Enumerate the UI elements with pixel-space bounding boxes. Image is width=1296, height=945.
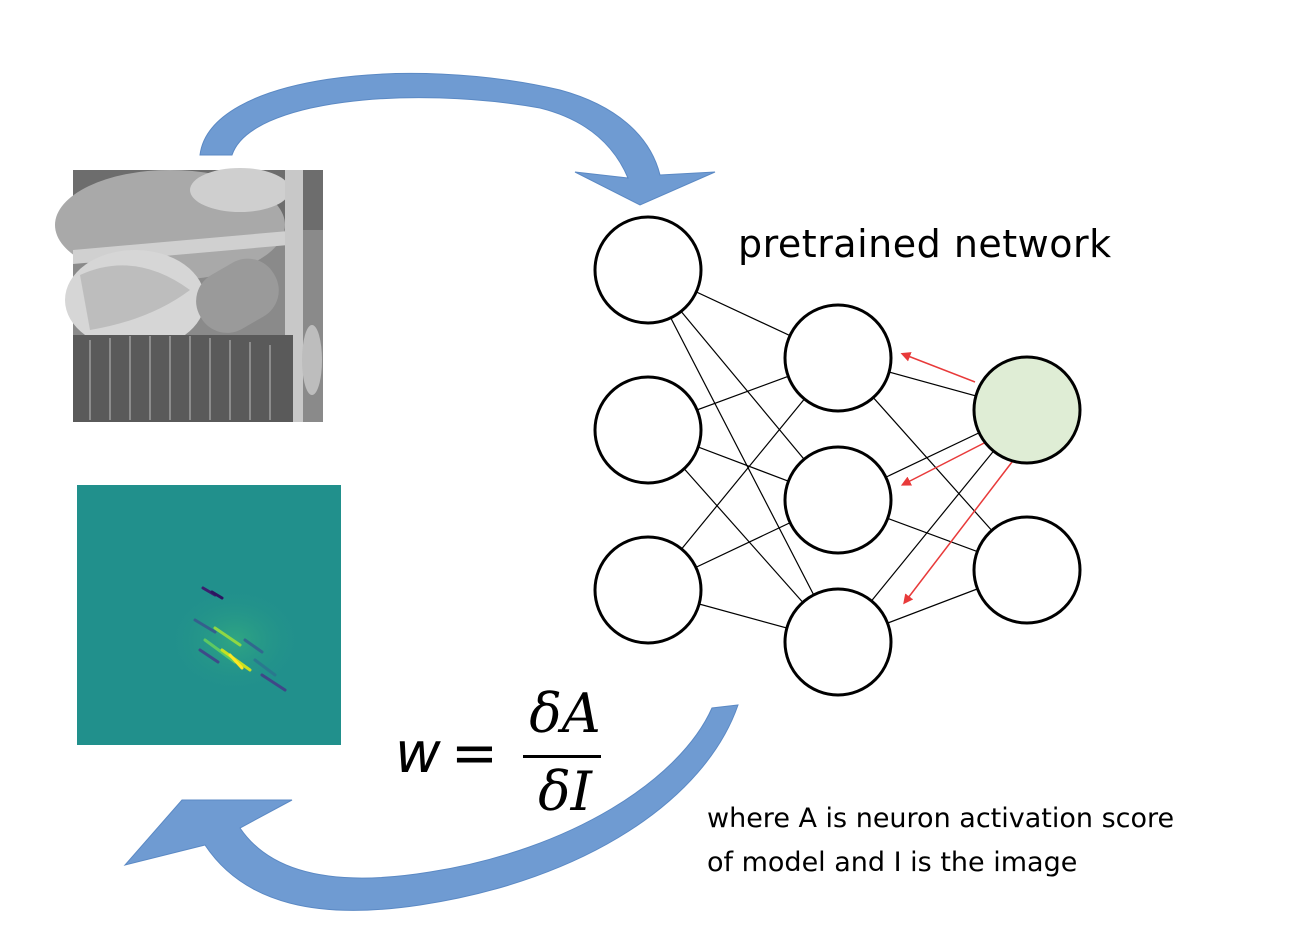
bottom-curved-arrow bbox=[123, 704, 739, 911]
gradient-formula: w = δA δI bbox=[395, 682, 610, 828]
network-neurons bbox=[593, 215, 1082, 697]
formula-numerator: δA bbox=[529, 682, 601, 745]
formula-equals: = bbox=[451, 721, 498, 786]
formula-fraction-bar bbox=[523, 755, 601, 758]
formula-lhs: w bbox=[395, 721, 441, 786]
gradient-arrows bbox=[900, 352, 1013, 605]
hidden-neuron-3 bbox=[783, 587, 893, 697]
gradient-heatmap bbox=[77, 485, 341, 745]
input-neuron-1 bbox=[593, 215, 703, 325]
formula-caption: where A is neuron activation score of mo… bbox=[707, 797, 1174, 885]
caption-line-2: of model and I is the image bbox=[707, 847, 1078, 878]
input-image bbox=[55, 168, 323, 422]
top-curved-arrow bbox=[199, 73, 716, 206]
hidden-neuron-2 bbox=[783, 445, 893, 555]
output-neuron-highlighted bbox=[972, 355, 1082, 465]
input-neuron-2 bbox=[593, 375, 703, 485]
formula-denominator: δI bbox=[538, 760, 592, 823]
gradient-arrow-3 bbox=[903, 461, 1013, 605]
gradient-arrow-1 bbox=[900, 352, 976, 383]
hidden-neuron-1 bbox=[783, 303, 893, 413]
caption-line-1: where A is neuron activation score bbox=[707, 803, 1175, 834]
input-neuron-3 bbox=[593, 535, 703, 645]
network-title: pretrained network bbox=[738, 222, 1112, 266]
output-neuron-2 bbox=[972, 515, 1082, 625]
gradient-arrow-2 bbox=[900, 439, 991, 486]
